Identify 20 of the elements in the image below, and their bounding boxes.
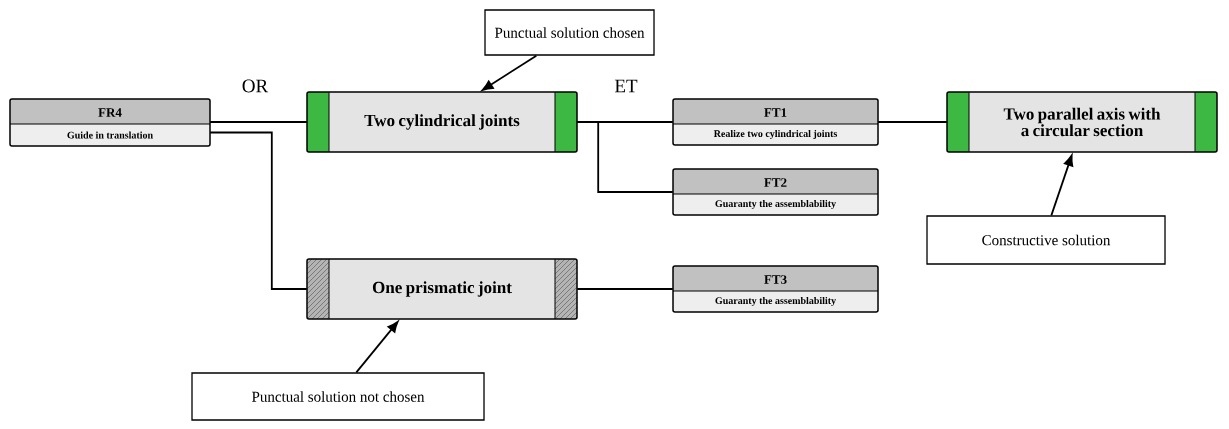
arrow xyxy=(1050,154,1074,217)
callout-box: Constructive solution xyxy=(926,215,1166,265)
function-box: FR4 Guide in translation xyxy=(9,98,211,147)
callout-box: Punctual solution chosen xyxy=(484,9,655,56)
function-box: FT2 Guaranty the assemblability xyxy=(672,168,879,216)
function-box: FT1 Realize two cylindrical joints xyxy=(672,98,879,146)
callout-box: Punctual solution not chosen xyxy=(191,372,485,421)
solution-box: Two cylindrical joints xyxy=(306,91,578,153)
connector-line xyxy=(576,288,674,290)
connector-line xyxy=(209,131,308,290)
arrow xyxy=(481,54,538,91)
function-box: FT3 Guaranty the assemblability xyxy=(672,265,879,313)
connector-line xyxy=(209,121,308,123)
joint-box: One prismatic joint xyxy=(306,258,578,320)
connector-line xyxy=(576,121,674,193)
solution-box: Two parallel axis with a circular section xyxy=(946,91,1218,153)
connector-line xyxy=(877,121,948,123)
arrow xyxy=(355,321,399,374)
branch-label: ET xyxy=(614,79,638,93)
branch-label: OR xyxy=(242,79,269,93)
